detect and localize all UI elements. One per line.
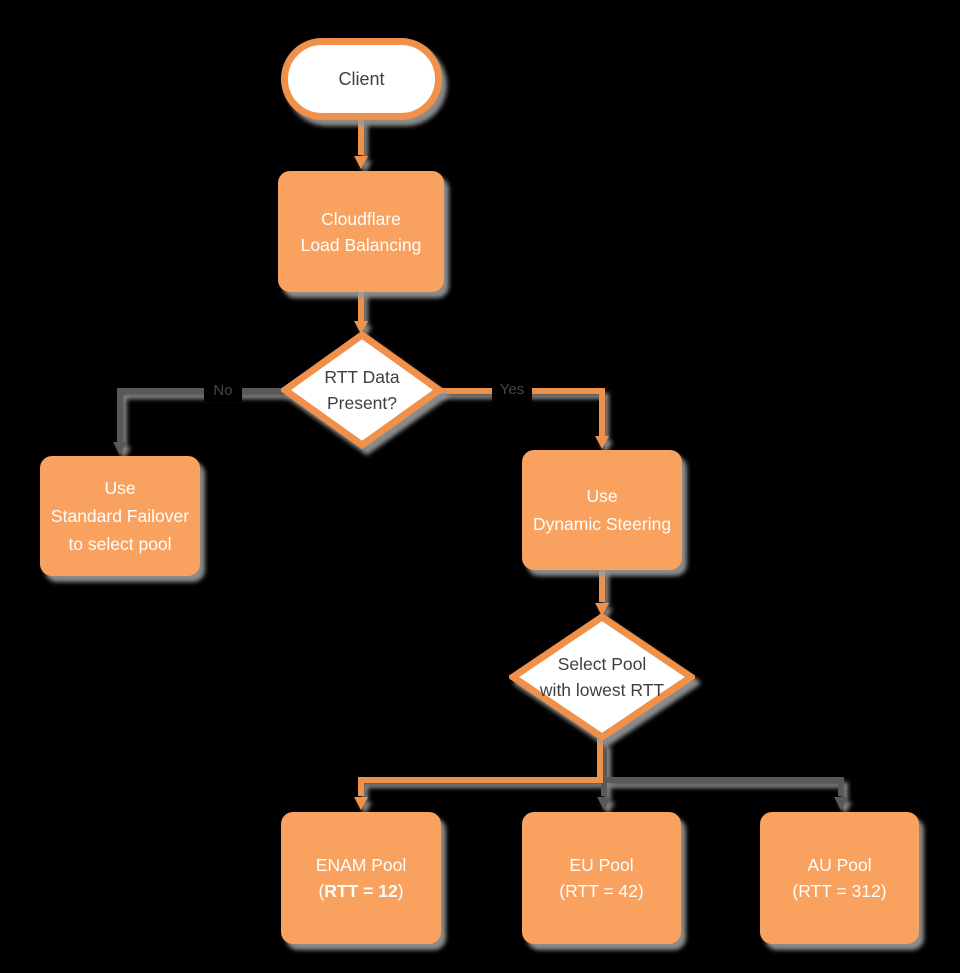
arrowhead-to-lb: [354, 156, 368, 169]
node-lb-label-line1: Cloudflare: [321, 208, 401, 229]
node-steering-line2: Dynamic Steering: [532, 514, 672, 534]
node-eu-rtt: (RTT = 42): [559, 881, 644, 901]
node-eu-line1: EU Pool: [569, 855, 634, 875]
edge-label-yes: Yes: [492, 376, 532, 403]
arrowhead-to-select-pool: [595, 603, 609, 616]
edge-to-au-pool-line: [601, 742, 844, 796]
node-failover-line1: Use: [104, 478, 136, 498]
node-eu-pool: EU Pool (RTT = 42): [522, 812, 681, 944]
node-failover-line2: Standard Failover: [50, 506, 190, 526]
node-rtt-data-present-decision: RTT Data Present?: [281, 331, 443, 449]
diamond-shape-rtt: [281, 331, 443, 449]
diamond-shape-select-pool: [509, 613, 695, 741]
node-cloudflare-load-balancing: Cloudflare Load Balancing: [278, 171, 444, 292]
arrowhead-to-eu-pool: [597, 797, 611, 810]
node-au-rtt: (RTT = 312): [792, 881, 887, 901]
arrowhead-to-au-pool: [834, 797, 848, 810]
edge-no-branch-line: [117, 388, 285, 442]
node-standard-failover: Use Standard Failover to select pool: [40, 456, 200, 576]
node-lb-label-line2: Load Balancing: [300, 234, 422, 255]
arrowhead-to-enam-pool: [354, 797, 368, 810]
arrowhead-to-rtt-decision: [354, 321, 368, 334]
node-client-label: Client: [338, 69, 385, 89]
node-select-pool-label: Select Pool with lowest RTT: [539, 654, 665, 700]
arrowhead-to-standard-failover: [113, 442, 127, 455]
edge-label-no: No: [204, 378, 242, 402]
node-dynamic-steering: Use Dynamic Steering: [522, 450, 682, 570]
node-au-line1: AU Pool: [807, 855, 872, 875]
arrowhead-to-dynamic-steering: [595, 436, 609, 449]
node-client: Client: [281, 38, 442, 120]
node-au-pool: AU Pool (RTT = 312): [760, 812, 919, 944]
node-enam-line1: ENAM Pool: [315, 855, 407, 875]
node-rtt-decision-label: RTT Data Present?: [324, 367, 400, 413]
node-select-pool-decision: Select Pool with lowest RTT: [509, 613, 695, 741]
edge-to-enam-pool-line: [358, 739, 603, 796]
node-failover-line3: to select pool: [68, 534, 172, 554]
node-enam-rtt: (RTT = 12): [318, 881, 404, 901]
node-enam-pool: ENAM Pool (RTT = 12): [281, 812, 441, 944]
node-steering-line1: Use: [586, 486, 618, 506]
